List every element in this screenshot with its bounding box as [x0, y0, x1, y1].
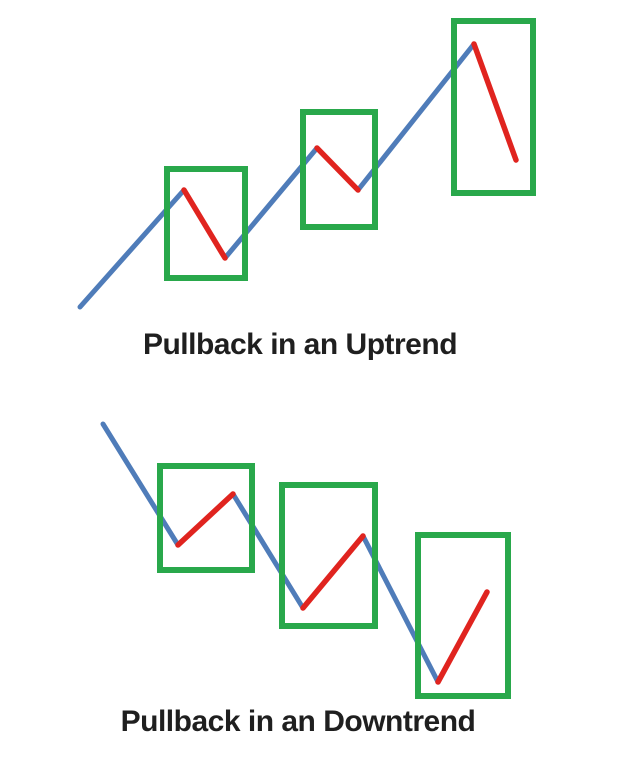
downtrend-highlight-box	[415, 532, 511, 699]
uptrend-pullback-segment	[314, 145, 361, 193]
uptrend-highlight-box	[451, 18, 536, 196]
downtrend-pullback-segment	[435, 589, 490, 685]
uptrend-highlight-box	[164, 166, 248, 281]
downtrend-pullback-segment	[175, 491, 236, 548]
downtrend-trend-segment	[100, 421, 181, 548]
downtrend-trend-segment	[230, 491, 306, 611]
uptrend-diagram	[77, 18, 536, 310]
downtrend-highlight-box	[157, 463, 255, 573]
downtrend-highlight-box	[279, 482, 378, 629]
uptrend-highlight-box	[300, 109, 378, 230]
uptrend-title: Pullback in an Uptrend	[142, 328, 458, 361]
downtrend-title: Pullback in an Downtrend	[120, 705, 476, 738]
downtrend-pullback-segment	[300, 533, 366, 611]
uptrend-pullback-segment	[471, 41, 519, 163]
downtrend-diagram	[100, 421, 511, 699]
uptrend-pullback-segment	[181, 187, 228, 261]
